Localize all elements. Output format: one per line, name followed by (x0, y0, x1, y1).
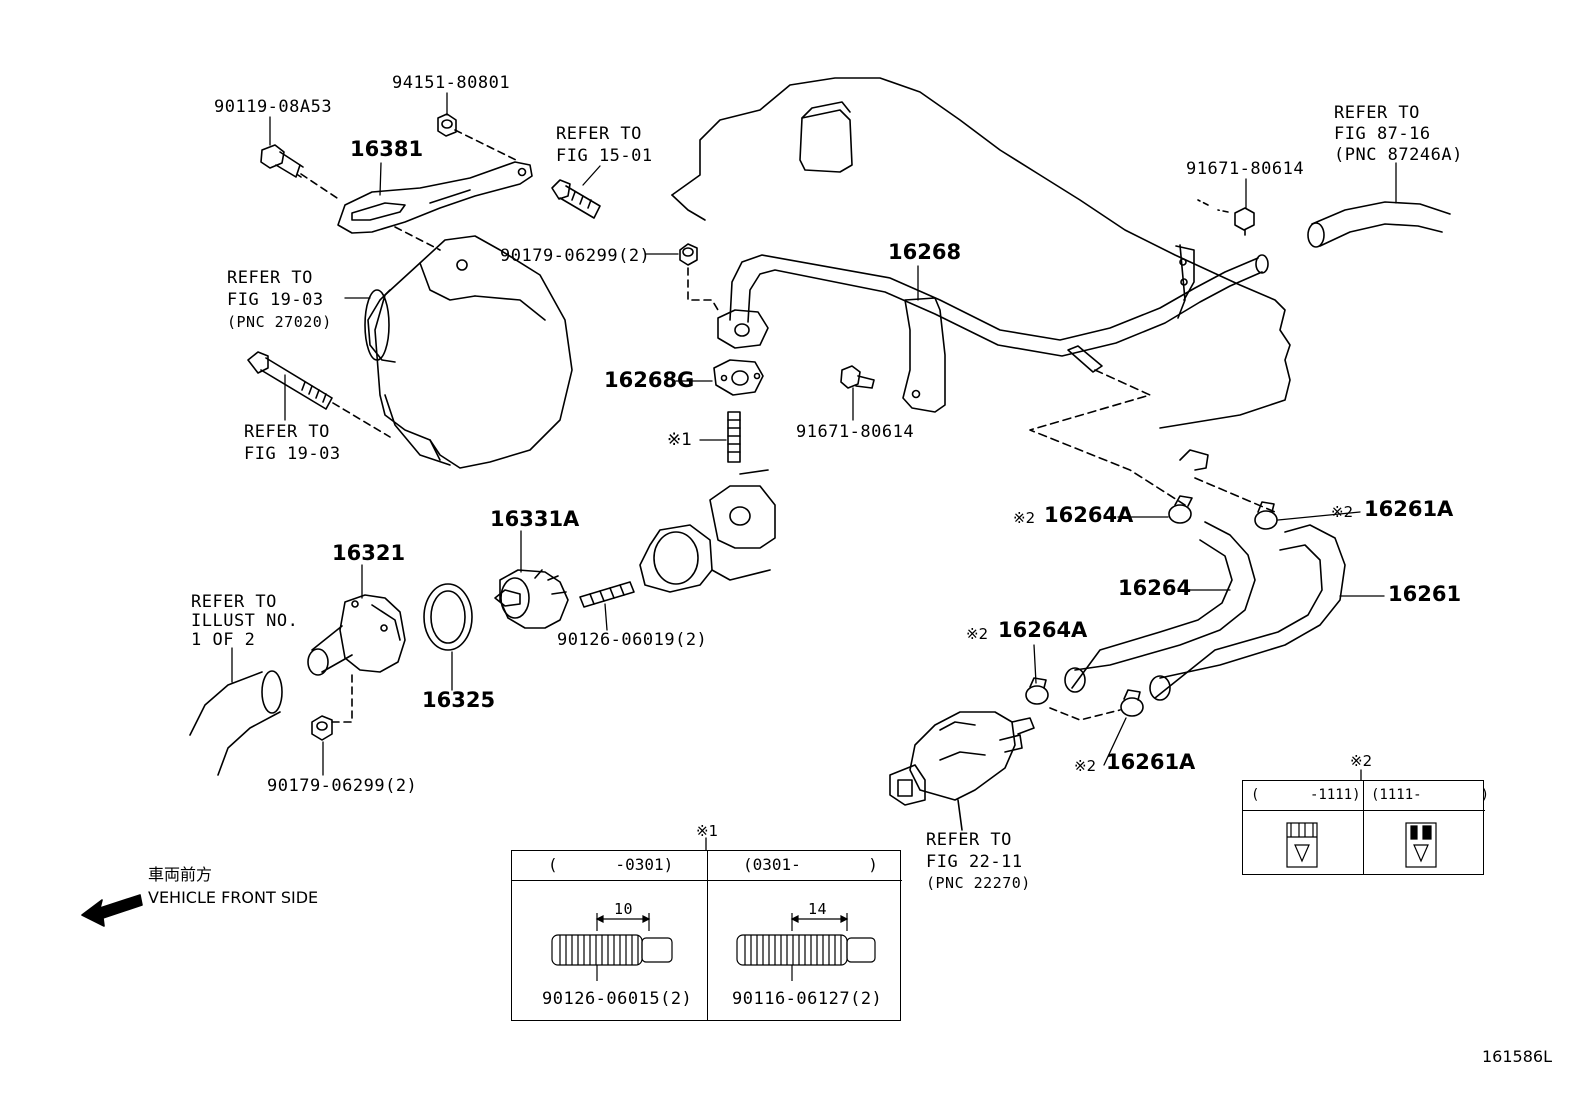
hose-refer-illust (189, 670, 283, 776)
hose-16261 (1149, 524, 1346, 701)
label-16261A-top: 16261A (1364, 497, 1454, 521)
table1-stud-drawings (551, 913, 876, 981)
label-16331A: 16331A (490, 507, 580, 531)
label-refer-illust-line1: REFER TO (191, 592, 277, 612)
label-mark2-16261A-top: ※2 (1331, 503, 1354, 521)
clamp-16261A-top (1254, 501, 1278, 530)
vehicle-front-arrow (81, 894, 143, 927)
label-16268: 16268 (888, 240, 962, 264)
clamp-16264A-top (1168, 495, 1193, 524)
dash-clamp (1049, 707, 1121, 721)
dash-bracket-body (394, 226, 441, 251)
label-refer-fig-87-16-line1: REFER TO (1334, 103, 1420, 123)
label-16261A-bottom: 16261A (1106, 750, 1196, 774)
label-mark2-16261A-bottom: ※2 (1074, 757, 1097, 775)
gasket-16268G (713, 359, 764, 396)
label-16264: 16264 (1118, 576, 1192, 600)
label-refer-illust-line3: 1 OF 2 (191, 630, 256, 650)
table-mark1-studs: ( -0301) (0301- ) 10 14 90126-06015(2) 9… (511, 850, 902, 1021)
alternator-body (364, 235, 573, 469)
pipe-end-stub (1179, 449, 1209, 471)
label-90179-06299-bottom: 90179-06299(2) (267, 776, 418, 796)
label-refer-fig-15-01-line1: REFER TO (556, 124, 642, 144)
label-refer-fig-19-03-a-line1: REFER TO (227, 268, 313, 288)
stud-10mm-icon (551, 913, 673, 981)
label-90126-06019: 90126-06019(2) (557, 630, 708, 650)
stud-90126-06019 (579, 581, 635, 608)
table1-col1-head: ( -0301) (512, 851, 707, 881)
table1-col1-dim: 10 (614, 900, 634, 918)
nut-90179-top (679, 243, 719, 311)
table1-col2-part: 90116-06127(2) (732, 989, 883, 1009)
label-16381: 16381 (350, 137, 424, 161)
label-vehicle-front-jp: 車両前方 (148, 865, 213, 884)
water-inlet-16321 (307, 594, 406, 676)
label-16268G: 16268G (604, 368, 695, 392)
bolt-fig-15-01 (551, 179, 601, 219)
nut-90179-bottom (311, 669, 353, 741)
bracket-16381 (337, 161, 533, 234)
label-refer-fig-22-11-line1: REFER TO (926, 830, 1012, 850)
label-91671-80614-mid: 91671-80614 (796, 422, 915, 442)
table-mark2-clamps: ( -1111) (1111- ) (1242, 780, 1489, 875)
engine-block-outline (671, 77, 1291, 429)
label-16261: 16261 (1388, 582, 1462, 606)
bolt-91671-mid (840, 365, 875, 389)
label-mark2-16264A-mid: ※2 (966, 625, 989, 643)
long-bolt-fig-19-03 (247, 351, 391, 438)
stud-14mm-icon (736, 913, 876, 981)
label-refer-fig-87-16-line3: (PNC 87246A) (1334, 145, 1463, 165)
table2-col2-head: (1111- ) (1363, 781, 1489, 811)
label-refer-fig-87-16-line2: FIG 87-16 (1334, 124, 1431, 144)
nut-94151-80801 (437, 113, 517, 161)
label-mark2-16264A-top: ※2 (1013, 509, 1036, 527)
label-refer-fig-15-01-line2: FIG 15-01 (556, 146, 653, 166)
leader-lines (231, 92, 1397, 851)
table1-mark: ※1 (696, 822, 719, 840)
clamp-old-type-icon (1286, 822, 1318, 868)
thermostat-16331A (494, 569, 569, 629)
label-refer-illust-line2: ILLUST NO. (191, 611, 299, 631)
table2-mark: ※2 (1350, 752, 1373, 770)
table1-col1-part: 90126-06015(2) (542, 989, 693, 1009)
label-94151-80801: 94151-80801 (392, 73, 511, 93)
label-refer-fig-19-03-a-line3: (PNC 27020) (227, 313, 332, 331)
label-vehicle-front-en: VEHICLE FRONT SIDE (148, 888, 319, 907)
label-refer-fig-22-11-line3: (PNC 22270) (926, 874, 1031, 892)
table2-clamp-drawings (1286, 822, 1437, 868)
valve-assembly-fig-22-11 (889, 711, 1035, 831)
label-90179-06299-top: 90179-06299(2) (500, 246, 651, 266)
bolt-90119-08A53 (260, 144, 341, 201)
dash-pipe-hose-2 (1194, 477, 1276, 513)
label-90119-08A53: 90119-08A53 (214, 97, 333, 117)
hose-fig-87-16 (1307, 201, 1451, 248)
label-16325: 16325 (422, 688, 496, 712)
hose-16264 (1064, 521, 1256, 693)
label-16264A-mid: 16264A (998, 618, 1088, 642)
table2-col1-head: ( -1111) (1243, 781, 1363, 811)
label-refer-fig-19-03-b-line1: REFER TO (244, 422, 330, 442)
clamp-new-type-icon (1405, 822, 1437, 868)
label-16321: 16321 (332, 541, 406, 565)
bolt-91671-top (1197, 199, 1255, 237)
label-refer-fig-22-11-line2: FIG 22-11 (926, 852, 1023, 872)
water-pipe-16268 (717, 245, 1269, 413)
table1-col2-dim: 14 (808, 900, 828, 918)
label-refer-fig-19-03-b-line2: FIG 19-03 (244, 444, 341, 464)
label-refer-fig-19-03-a-line2: FIG 19-03 (227, 290, 324, 310)
clamp-16261A-bottom (1120, 689, 1144, 717)
label-16264A-top: 16264A (1044, 503, 1134, 527)
label-91671-80614-top: 91671-80614 (1186, 159, 1305, 179)
figure-id: 161586L (1482, 1047, 1552, 1066)
thermostat-housing-engine (639, 469, 776, 593)
dash-pipe-hose (1029, 369, 1186, 506)
table1-col2-head: (0301- ) (707, 851, 902, 881)
label-mark1-stud: ※1 (667, 430, 693, 450)
stud-mark1 (727, 411, 741, 463)
gasket-16325 (423, 583, 473, 651)
clamp-16264A-mid (1025, 677, 1049, 705)
